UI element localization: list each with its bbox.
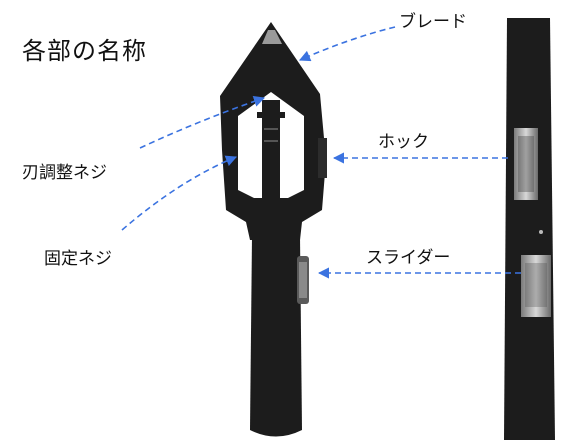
label-hook: ホック [378, 132, 429, 152]
side-view-tool [504, 18, 555, 440]
side-body [504, 18, 555, 440]
side-hook-clip [514, 128, 538, 200]
page-title: 各部の名称 [22, 37, 147, 65]
label-blade: ブレード [399, 12, 467, 32]
leader-arrows [121, 26, 521, 279]
label-adjust-screw: 刃調整ネジ [22, 163, 107, 183]
label-slider: スライダー [366, 248, 451, 268]
blade-tip [262, 30, 282, 44]
adjust-screw-head [257, 112, 285, 118]
arrow-blade [298, 26, 396, 62]
label-fixing-screw: 固定ネジ [44, 249, 112, 269]
arrow-fix [121, 155, 238, 231]
arrow-adjust [139, 95, 266, 149]
front-view-tool [220, 22, 327, 437]
tool-handle [250, 236, 302, 437]
adjust-screw-post [262, 100, 280, 198]
side-slider-plate [521, 255, 551, 317]
hook-nub [318, 138, 327, 178]
